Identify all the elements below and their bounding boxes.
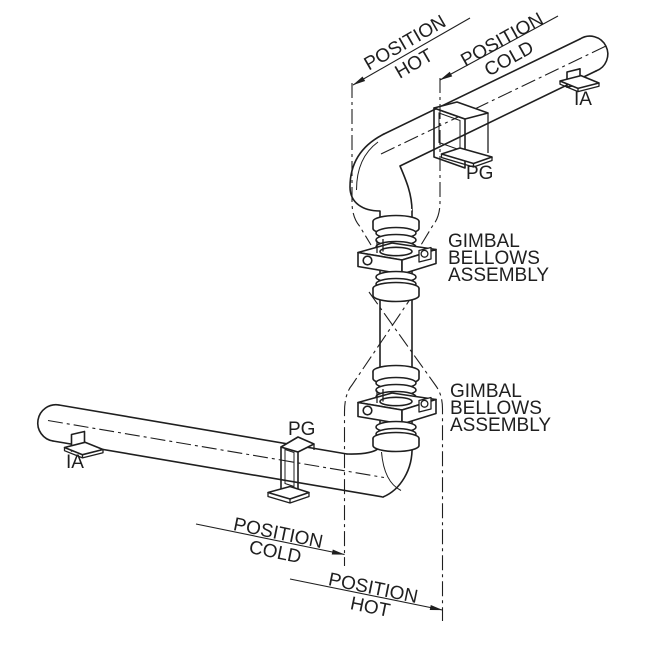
upper-pipe-centerline bbox=[380, 45, 607, 155]
anchor-label-bottom: IA bbox=[66, 452, 84, 473]
guide-label-bottom: PG bbox=[288, 419, 315, 440]
intermediate-anchor-lower bbox=[63, 430, 104, 459]
upper-pipe-end-cap bbox=[579, 35, 609, 72]
gimbal-bellows-assembly-upper bbox=[357, 214, 437, 303]
lower-assembly-callout-line3: ASSEMBLY bbox=[450, 415, 551, 436]
gimbal-bellows-assembly-lower bbox=[357, 364, 437, 453]
lower-assembly-callout-line1: GIMBAL bbox=[450, 381, 522, 402]
guide-label-top: PG bbox=[466, 163, 493, 184]
dimension-line-position-cold-top bbox=[439, 15, 559, 81]
pipe-guide-upper bbox=[433, 101, 493, 169]
upper-pipe-top-edge bbox=[383, 38, 581, 135]
lower-pipe-bottom-edge bbox=[52, 440, 384, 498]
lower-elbow bbox=[346, 445, 413, 498]
pipe-guide-lower bbox=[267, 436, 315, 504]
intermediate-anchor-upper bbox=[559, 68, 600, 93]
dimension-line-position-hot-bottom bbox=[289, 578, 443, 611]
upper-pipe-bottom-edge bbox=[399, 70, 597, 167]
upper-assembly-callout-line3: ASSEMBLY bbox=[448, 265, 549, 286]
dimension-line-position-hot-top bbox=[352, 17, 471, 86]
anchor-label-top: IA bbox=[574, 89, 592, 110]
lower-pipe-centerline bbox=[47, 419, 385, 479]
dimension-lines bbox=[195, 15, 559, 611]
movement-envelope bbox=[343, 78, 444, 621]
lower-assembly-callout-line2: BELLOWS bbox=[450, 398, 542, 419]
upper-assembly-callout-line2: BELLOWS bbox=[448, 248, 540, 269]
dimension-line-position-cold-bottom bbox=[195, 523, 345, 556]
upper-assembly-callout-line1: GIMBAL bbox=[448, 231, 520, 252]
lower-pipe-end-cap bbox=[37, 403, 60, 442]
